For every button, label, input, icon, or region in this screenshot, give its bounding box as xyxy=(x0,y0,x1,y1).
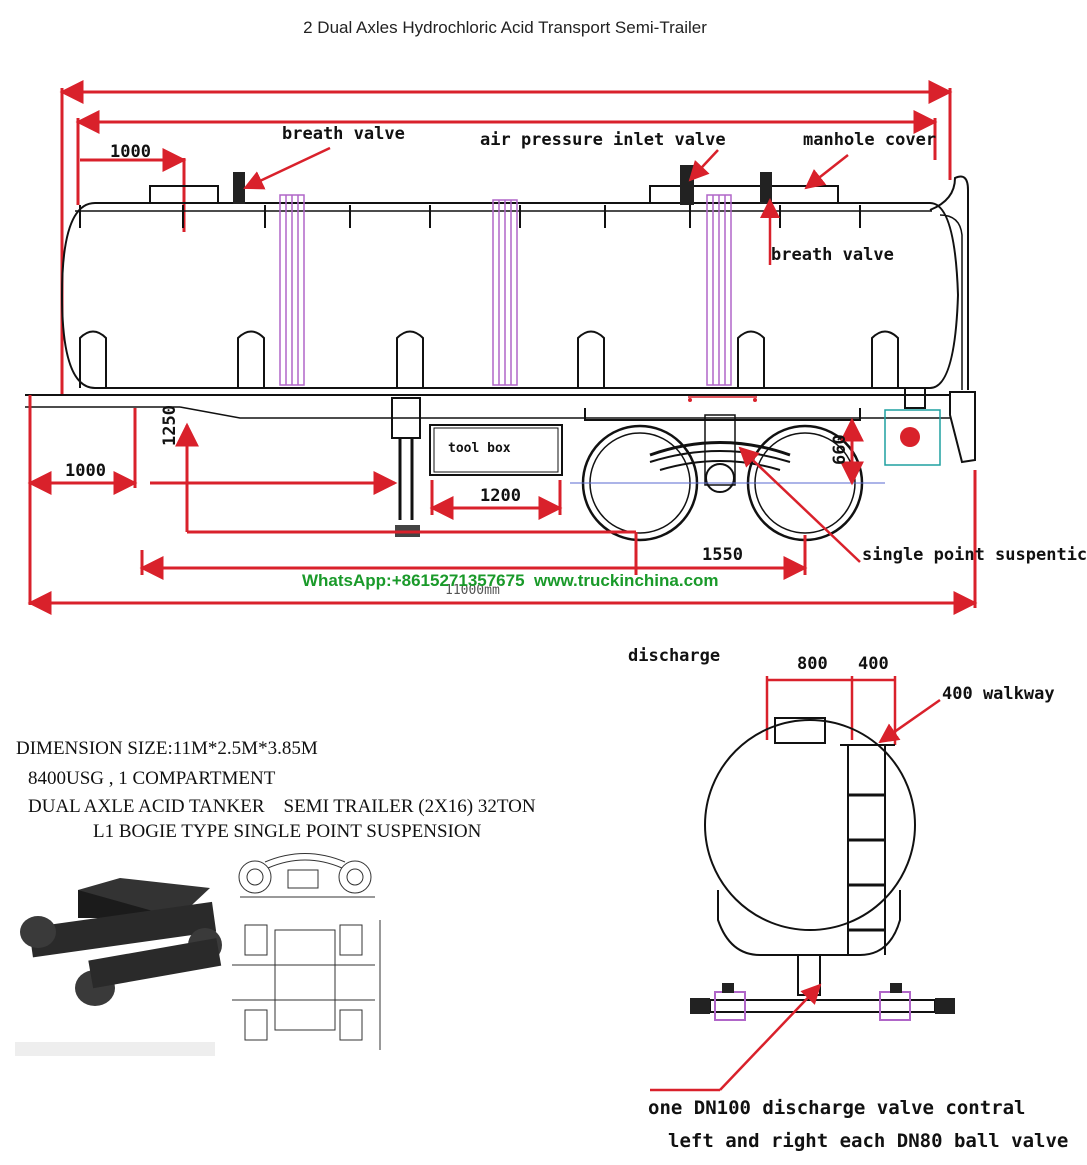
dim-axle-1550: 1550 xyxy=(702,545,743,565)
label-discharge: discharge xyxy=(628,646,721,666)
spec-type: DUAL AXLE ACID TANKER SEMI TRAILER (2X16… xyxy=(28,796,536,817)
label-breath-valve-top: breath valve xyxy=(282,124,405,144)
website: www.truckinchina.com xyxy=(534,571,719,590)
bogie-photo xyxy=(15,878,222,1056)
label-breath-valve-right: breath valve xyxy=(771,245,894,265)
note-discharge-valve: one DN100 discharge valve contral xyxy=(648,1097,1026,1119)
label-single-point-suspension: single point suspentic xyxy=(862,545,1087,565)
dim-400: 400 xyxy=(858,654,889,674)
label-air-pressure-inlet: air pressure inlet valve xyxy=(480,130,726,150)
whatsapp-number: WhatsApp:+8615271357675 xyxy=(302,571,525,590)
dim-box-1200: 1200 xyxy=(480,486,521,506)
spec-capacity: 8400USG , 1 COMPARTMENT xyxy=(28,768,276,789)
label-400-walkway: 400 walkway xyxy=(942,684,1055,704)
rear-view-drawing xyxy=(650,676,955,1092)
dim-total-length: 11000mm xyxy=(445,583,500,598)
label-tool-box: tool box xyxy=(448,441,511,456)
side-view-drawing xyxy=(25,80,978,615)
bogie-illustration xyxy=(15,853,381,1056)
note-ball-valve: left and right each DN80 ball valve xyxy=(668,1130,1069,1152)
spec-dimension: DIMENSION SIZE:11M*2.5M*3.85M xyxy=(16,738,318,759)
dim-800: 800 xyxy=(797,654,828,674)
page-title: 2 Dual Axles Hydrochloric Acid Transport… xyxy=(303,18,707,37)
bogie-drawing xyxy=(232,853,381,1050)
dim-top-1000: 1000 xyxy=(110,142,151,162)
spec-suspension: L1 BOGIE TYPE SINGLE POINT SUSPENSION xyxy=(93,821,482,842)
label-manhole-cover: manhole cover xyxy=(803,130,937,150)
contact-line: WhatsApp:+8615271357675 www.truckinchina… xyxy=(302,571,719,591)
dim-left-1000: 1000 xyxy=(65,461,106,481)
